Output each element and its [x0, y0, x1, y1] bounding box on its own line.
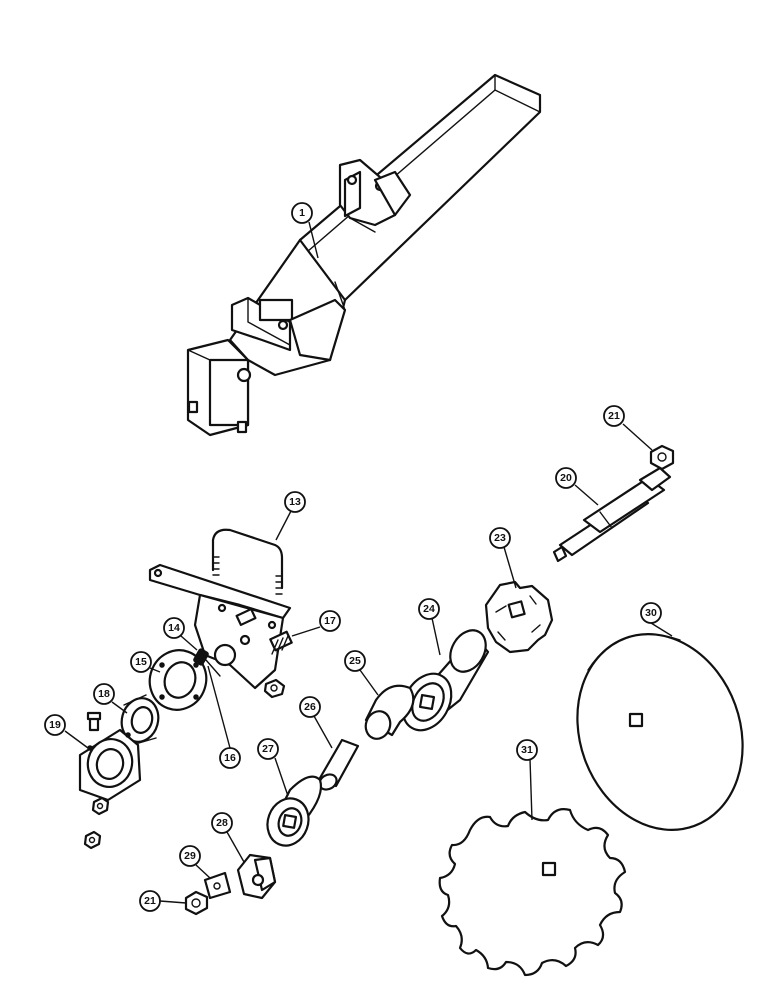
part-15-flange-ring	[148, 649, 208, 711]
callout-21-top: 21	[603, 405, 625, 427]
callout-17-label: 17	[324, 615, 336, 627]
part-21-nut-bottom	[184, 890, 209, 916]
callout-21-top-label: 21	[608, 410, 620, 422]
part-13-u-bolt	[211, 528, 284, 595]
callout-24-label: 24	[423, 603, 435, 615]
part-20-axle-shaft	[552, 466, 672, 563]
callout-16: 16	[219, 747, 241, 769]
callout-1-label: 1	[299, 207, 305, 219]
callout-15-label: 15	[135, 656, 147, 668]
callout-18: 18	[93, 683, 115, 705]
part-27-hub	[266, 775, 323, 847]
part-24-spool	[401, 629, 490, 732]
callout-1: 1	[291, 202, 313, 224]
callout-16-label: 16	[224, 752, 236, 764]
callout-25: 25	[344, 650, 366, 672]
callout-28-label: 28	[216, 817, 228, 829]
part-26-tube	[318, 738, 360, 791]
part-31-notched-disc	[438, 808, 627, 977]
part-25-bell-spacer	[364, 684, 415, 740]
callout-23: 23	[489, 527, 511, 549]
callout-13-label: 13	[289, 496, 301, 508]
callout-27: 27	[257, 738, 279, 760]
callout-31: 31	[516, 739, 538, 761]
part-28-bracket	[236, 853, 277, 900]
callout-18-label: 18	[98, 688, 110, 700]
part-14-mounting-plate	[148, 563, 292, 690]
callout-20-label: 20	[560, 472, 572, 484]
callout-15: 15	[130, 651, 152, 673]
callout-28: 28	[211, 812, 233, 834]
callout-19-label: 19	[49, 719, 61, 731]
callout-14: 14	[163, 617, 185, 639]
part-21-nut-top	[649, 444, 675, 471]
callout-19: 19	[44, 714, 66, 736]
callout-29-label: 29	[184, 850, 196, 862]
callout-17: 17	[319, 610, 341, 632]
part-1-frame-beam	[186, 73, 542, 437]
callout-20: 20	[555, 467, 577, 489]
part-19-bearing-housing	[78, 711, 142, 850]
callout-30-label: 30	[645, 607, 657, 619]
callout-25-label: 25	[349, 655, 361, 667]
part-29-washer-plate	[203, 871, 232, 900]
callout-26: 26	[299, 696, 321, 718]
callout-14-label: 14	[168, 622, 180, 634]
callout-24: 24	[418, 598, 440, 620]
callout-21-bottom-label: 21	[144, 895, 156, 907]
part-16-bolt	[193, 648, 221, 677]
part-30-plain-disc	[576, 633, 744, 831]
callout-31-label: 31	[521, 744, 533, 756]
leader-lines	[64, 221, 673, 904]
callout-26-label: 26	[304, 701, 316, 713]
callout-29: 29	[179, 845, 201, 867]
part-18-bearing	[120, 694, 160, 746]
callout-21-bottom: 21	[139, 890, 161, 912]
callout-27-label: 27	[262, 743, 274, 755]
callout-23-label: 23	[494, 532, 506, 544]
part-23-spacer	[484, 580, 554, 654]
callout-30: 30	[640, 602, 662, 624]
part-17-bolt-nut	[263, 630, 293, 699]
callout-13: 13	[284, 491, 306, 513]
